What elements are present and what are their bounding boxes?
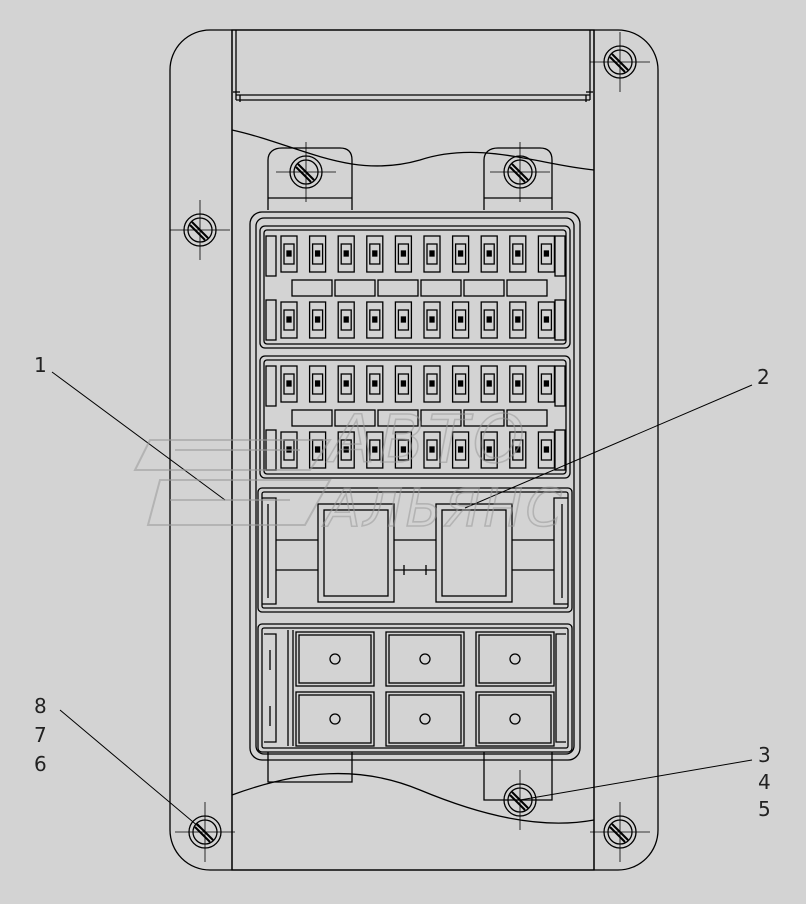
fuse [480, 301, 498, 339]
fuse [423, 235, 441, 273]
fuse [337, 431, 355, 469]
fuse-rows [280, 235, 556, 469]
relay-left [300, 503, 395, 603]
fuse-block-lower [259, 355, 571, 479]
watermark-line2: АЛЬЯНС [322, 479, 565, 539]
relay-block [257, 487, 573, 613]
fuse [394, 365, 413, 403]
fuse [308, 365, 327, 403]
leader-3 [519, 759, 753, 801]
mounting-screws [170, 32, 650, 862]
screw-icon [590, 32, 650, 92]
fuse [423, 301, 441, 339]
fuse [423, 365, 441, 403]
large-relay [295, 631, 375, 687]
fuse [366, 365, 384, 403]
leader-lines [51, 371, 753, 833]
fuse [509, 301, 527, 339]
break-line-bottom [231, 772, 595, 824]
fuse-connector-bars [291, 279, 548, 427]
callout-labels: 1 2 3 4 5 6 7 8 [34, 353, 771, 821]
fuse [509, 365, 527, 403]
inner-housing [249, 211, 581, 761]
fuse [537, 301, 556, 339]
fuse [280, 301, 298, 339]
fuse [337, 235, 355, 273]
screw-icon [490, 142, 550, 202]
fuse [337, 365, 355, 403]
callout-7: 7 [34, 723, 47, 747]
watermark: АВТО АЛЬЯНС [133, 400, 565, 540]
fuse [480, 431, 498, 469]
fuse [451, 431, 470, 469]
fuse [509, 431, 527, 469]
fuse [480, 365, 498, 403]
screw-icon [590, 802, 650, 862]
callout-1: 1 [34, 353, 47, 377]
fuse [480, 235, 498, 273]
fuse [394, 301, 413, 339]
fuse [509, 235, 527, 273]
fuse [280, 365, 298, 403]
fuse [366, 235, 384, 273]
fuse [451, 365, 470, 403]
top-lugs [267, 147, 553, 210]
leader-8 [59, 709, 206, 833]
leader-2 [464, 384, 753, 509]
large-relay [475, 691, 555, 747]
fuse [394, 431, 413, 469]
large-relay-clips [264, 630, 566, 746]
screw-icon [170, 200, 230, 260]
callout-6: 6 [34, 752, 47, 776]
leader-1 [51, 371, 226, 501]
fuse-block-upper [259, 225, 571, 349]
fuse [537, 365, 556, 403]
top-cover [233, 30, 593, 102]
callout-4: 4 [758, 770, 771, 794]
callout-5: 5 [758, 797, 771, 821]
fuse [451, 235, 470, 273]
large-relay [475, 631, 555, 687]
fuse [308, 235, 327, 273]
watermark-logo-icon [133, 439, 332, 526]
break-line-top [231, 129, 595, 171]
bottom-lugs [267, 752, 553, 801]
screw-icon [490, 770, 550, 830]
large-relay [295, 691, 375, 747]
large-relay [385, 691, 465, 747]
callout-2: 2 [757, 365, 770, 389]
fuse [366, 431, 384, 469]
fuse [280, 235, 298, 273]
screw-icon [276, 142, 336, 202]
callout-3: 3 [758, 743, 771, 767]
large-relay [385, 631, 465, 687]
watermark-line1: АВТО [326, 401, 529, 478]
fuse [337, 301, 355, 339]
fuse [423, 431, 441, 469]
large-relay-block [257, 623, 573, 753]
relay-block-clips [262, 497, 568, 605]
large-relays [295, 631, 555, 747]
fuse [394, 235, 413, 273]
fuse [537, 431, 556, 469]
fuse [537, 235, 556, 273]
callout-8: 8 [34, 694, 47, 718]
fuse [366, 301, 384, 339]
fuse [451, 301, 470, 339]
fuse [308, 301, 327, 339]
